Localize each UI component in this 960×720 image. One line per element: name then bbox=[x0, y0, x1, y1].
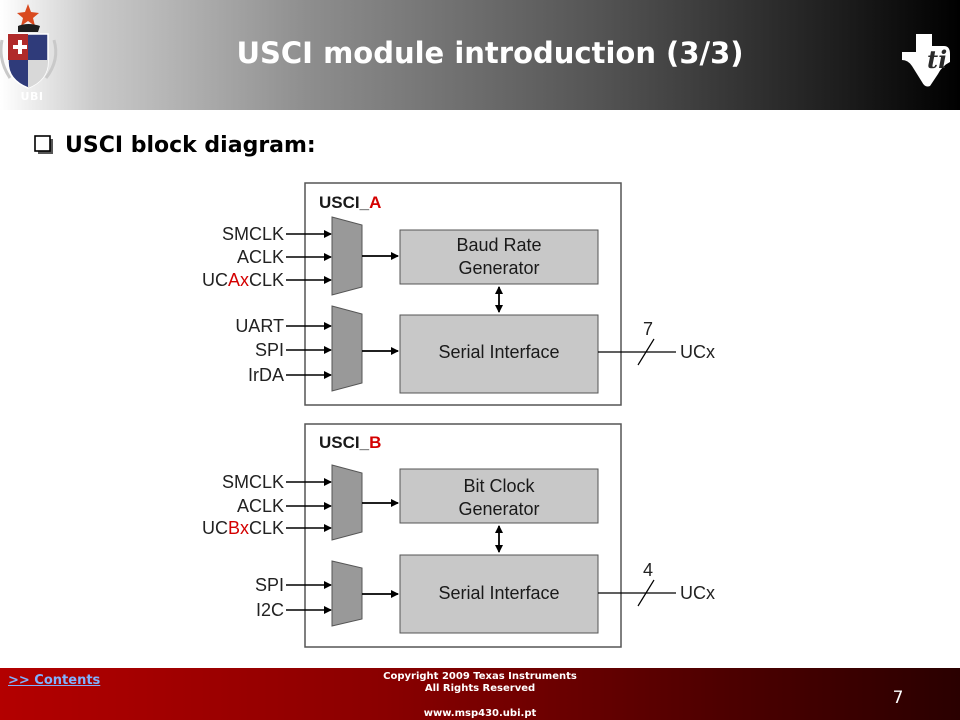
bullet-line: USCI block diagram: bbox=[33, 130, 316, 160]
usci-a-group: USCI_A SMCLK ACLK UCAxCLK Baud Rate Gene… bbox=[202, 182, 715, 406]
copyright-line-2: All Rights Reserved bbox=[424, 683, 536, 694]
usci-b-clock-input-smclk: SMCLK bbox=[222, 472, 284, 492]
usci-b-output-ucx: UCx bbox=[680, 583, 715, 603]
usci-a-bus-width: 7 bbox=[643, 319, 653, 339]
usci-a-clock-input-smclk: SMCLK bbox=[222, 224, 284, 244]
checkbox-bullet-icon bbox=[34, 135, 53, 154]
usci-a-baud-rate-generator-block bbox=[399, 229, 599, 285]
usci-b-title: USCI_B bbox=[319, 433, 381, 452]
usci-b-bus-slash bbox=[637, 579, 655, 607]
bullet-text: USCI block diagram: bbox=[65, 132, 316, 158]
usci-a-serial-interface-block bbox=[399, 314, 599, 394]
usci-b-group: USCI_B SMCLK ACLK UCBxCLK Bit Clock Gene… bbox=[202, 423, 715, 648]
slide-header: UBI USCI module introduction (3/3) ti bbox=[0, 0, 960, 110]
usci-b-bit-clock-label-line1: Bit Clock bbox=[463, 476, 535, 496]
copyright-notice: Copyright 2009 Texas Instruments All Rig… bbox=[330, 671, 630, 695]
usci-b-serial-interface-block bbox=[399, 554, 599, 634]
usci-a-clock-input-ucaxclk: UCAxCLK bbox=[202, 270, 284, 290]
usci-b-clock-mux bbox=[331, 464, 363, 541]
usci-b-clock-input-ucbxclk: UCBxCLK bbox=[202, 518, 284, 538]
usci-a-baud-rate-label-line2: Generator bbox=[458, 258, 539, 278]
slide-title: USCI module introduction (3/3) bbox=[236, 36, 744, 70]
usci-b-mode-input-spi: SPI bbox=[255, 575, 284, 595]
website-url: www.msp430.ubi.pt bbox=[423, 708, 537, 719]
slide-footer: >> Contents Copyright 2009 Texas Instrum… bbox=[0, 668, 960, 720]
copyright-line-1: Copyright 2009 Texas Instruments bbox=[383, 671, 577, 682]
ubi-label: UBI bbox=[20, 90, 44, 103]
ubi-crest-icon bbox=[0, 4, 58, 89]
svg-text:ti: ti bbox=[927, 45, 947, 74]
usci-a-clock-mux bbox=[331, 216, 363, 296]
usci-b-mode-input-i2c: I2C bbox=[256, 600, 284, 620]
usci-a-mode-input-irda: IrDA bbox=[248, 365, 284, 385]
usci-b-bit-clock-generator-block bbox=[399, 468, 599, 524]
usci-a-serial-interface-label: Serial Interface bbox=[438, 342, 559, 362]
usci-b-bit-clock-label-line2: Generator bbox=[458, 499, 539, 519]
usci-b-mode-mux bbox=[331, 560, 363, 627]
usci-block-diagram: USCI_A SMCLK ACLK UCAxCLK Baud Rate Gene… bbox=[202, 182, 715, 648]
usci-b-clock-input-aclk: ACLK bbox=[237, 496, 284, 516]
usci-a-clock-input-aclk: ACLK bbox=[237, 247, 284, 267]
contents-link[interactable]: >> Contents bbox=[8, 673, 101, 688]
usci-b-bus-width: 4 bbox=[643, 560, 653, 580]
usci-b-serial-interface-label: Serial Interface bbox=[438, 583, 559, 603]
usci-a-mode-input-uart: UART bbox=[235, 316, 284, 336]
usci-a-bus-slash bbox=[637, 338, 655, 366]
usci-a-baud-rate-label-line1: Baud Rate bbox=[456, 235, 541, 255]
usci-a-mode-mux bbox=[331, 305, 363, 392]
usci-a-title: USCI_A bbox=[319, 193, 381, 212]
ti-logo-icon: ti bbox=[902, 34, 950, 87]
usci-a-output-ucx: UCx bbox=[680, 342, 715, 362]
usci-a-mode-input-spi: SPI bbox=[255, 340, 284, 360]
page-number: 7 bbox=[892, 688, 904, 708]
